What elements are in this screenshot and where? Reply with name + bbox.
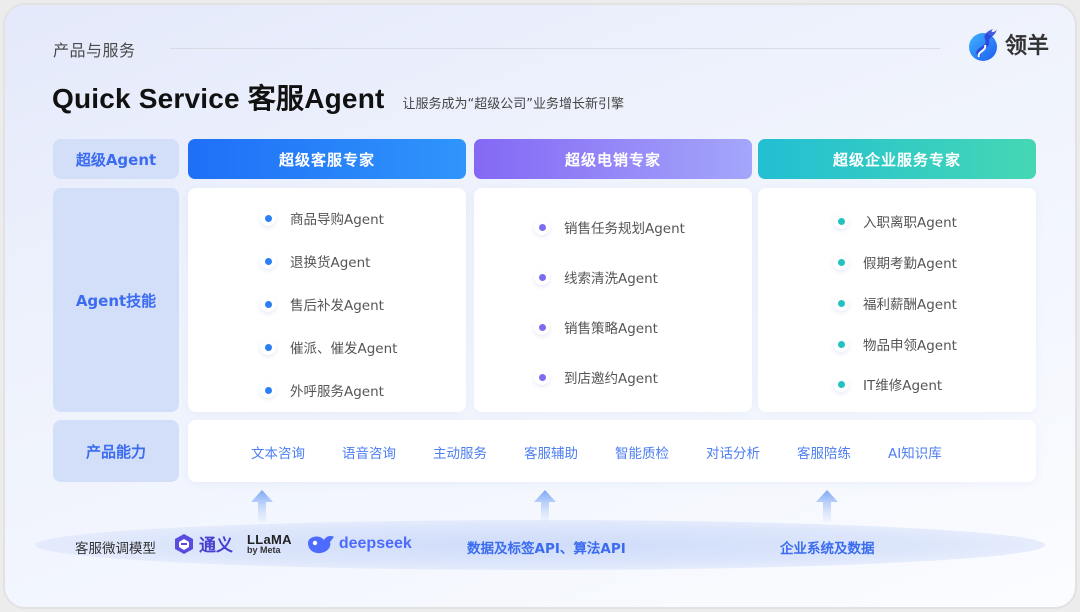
row-label-agent-skills: Agent技能 [53, 188, 179, 412]
skill-item: 到店邀约Agent [534, 367, 658, 387]
bullet-dot-icon [260, 210, 276, 226]
models-label: 客服微调模型 [75, 541, 156, 557]
bullet-dot-icon [260, 296, 276, 312]
bullet-dot-icon [260, 382, 276, 398]
section-label: 产品与服务 [53, 41, 136, 60]
capability-item: 主动服务 [433, 446, 487, 462]
skill-item: 福利薪酬Agent [833, 293, 957, 313]
deepseek-whale-icon [307, 535, 334, 553]
bullet-dot-icon [534, 269, 550, 285]
skill-item: 假期考勤Agent [833, 252, 957, 272]
capability-item: 文本咨询 [251, 446, 305, 462]
skill-item: 销售任务规划Agent [534, 217, 685, 237]
model-logos: 通义 LLaMA by Meta deepseek [173, 531, 412, 556]
up-arrow-icon [534, 490, 556, 522]
skills-card-telesales: 销售任务规划Agent 线索清洗Agent 销售策略Agent 到店邀约Agen… [474, 188, 752, 412]
page-title: Quick Service 客服Agent [52, 83, 385, 114]
bullet-dot-icon [260, 253, 276, 269]
bullet-dot-icon [534, 319, 550, 335]
title-row: Quick Service 客服Agent 让服务成为“超级公司”业务增长新引擎 [52, 77, 624, 117]
capability-item: 客服辅助 [524, 446, 578, 462]
capability-item: 对话分析 [706, 446, 760, 462]
row-label-super-agent: 超级Agent [53, 139, 179, 179]
dragon-logo-icon [969, 29, 997, 61]
bullet-dot-icon [833, 213, 849, 229]
brand-logo: 领羊 [967, 25, 1049, 63]
header-divider [170, 48, 940, 49]
bullet-dot-icon [534, 219, 550, 235]
skill-item: 外呼服务Agent [260, 380, 384, 400]
llama-logo-icon: by Meta [247, 544, 281, 555]
column-header-enterprise-service: 超级企业服务专家 [758, 139, 1036, 179]
llama-logo: LLaMA by Meta [247, 531, 292, 555]
skills-card-enterprise-service: 入职离职Agent 假期考勤Agent 福利薪酬Agent 物品申领Agent … [758, 188, 1036, 412]
slide-frame: 产品与服务 领羊 Quick Service 客服Agent 让服务成为“超级公… [3, 3, 1077, 609]
capability-item: 智能质检 [615, 446, 669, 462]
skill-item: 售后补发Agent [260, 294, 384, 314]
up-arrow-icon [251, 490, 273, 522]
tongyi-logo-icon [175, 533, 193, 554]
tongyi-logo: 通义 [173, 531, 233, 556]
skill-item: IT维修Agent [833, 374, 942, 394]
bullet-dot-icon [833, 295, 849, 311]
capability-item: 语音咨询 [342, 446, 396, 462]
bullet-dot-icon [260, 339, 276, 355]
bullet-dot-icon [833, 254, 849, 270]
skill-item: 线索清洗Agent [534, 267, 658, 287]
skill-item: 销售策略Agent [534, 317, 658, 337]
bullet-dot-icon [833, 376, 849, 392]
up-arrow-icon [816, 490, 838, 522]
deepseek-logo: deepseek [306, 533, 412, 555]
capabilities-bar: 文本咨询 语音咨询 主动服务 客服辅助 智能质检 对话分析 客服陪练 AI知识库 [188, 420, 1036, 482]
skill-item: 催派、催发Agent [260, 337, 397, 357]
row-label-product-capabilities: 产品能力 [53, 420, 179, 482]
data-api-label: 数据及标签API、算法API [467, 541, 626, 557]
skill-item: 入职离职Agent [833, 211, 957, 231]
bullet-dot-icon [833, 336, 849, 352]
skill-item: 商品导购Agent [260, 208, 384, 228]
capability-item: AI知识库 [888, 446, 942, 462]
column-header-telesales: 超级电销专家 [474, 139, 752, 179]
page-subtitle: 让服务成为“超级公司”业务增长新引擎 [402, 97, 625, 112]
enterprise-data-label: 企业系统及数据 [780, 541, 875, 557]
capability-item: 客服陪练 [797, 446, 851, 462]
brand-name: 领羊 [1005, 34, 1050, 59]
bullet-dot-icon [534, 369, 550, 385]
skill-item: 物品申领Agent [833, 334, 957, 354]
skill-item: 退换货Agent [260, 251, 370, 271]
foundation-platform [35, 520, 1045, 570]
skills-card-customer-service: 商品导购Agent 退换货Agent 售后补发Agent 催派、催发Agent … [188, 188, 466, 412]
column-header-customer-service: 超级客服专家 [188, 139, 466, 179]
